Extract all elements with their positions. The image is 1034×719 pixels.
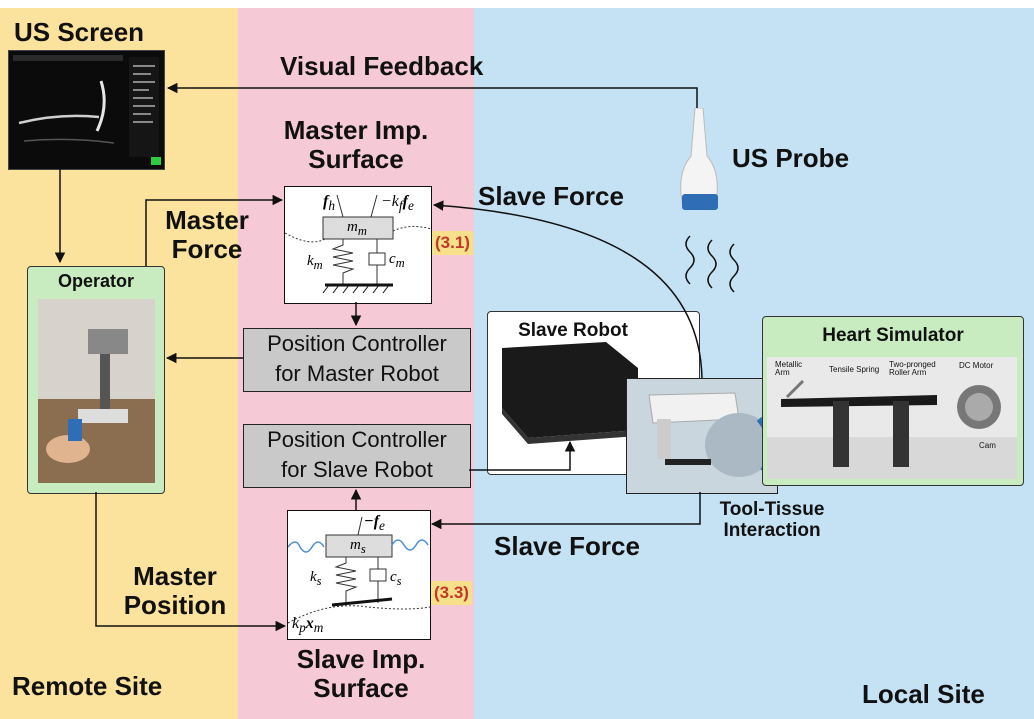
us-probe-image <box>673 107 725 216</box>
equation-3-1-badge: (3.1) <box>432 231 473 255</box>
slave-kp-xm: kpxm <box>292 615 324 636</box>
slave-mass: ms <box>350 537 366 556</box>
us-probe-label: US Probe <box>732 143 850 173</box>
operator-panel: Operator <box>27 266 165 494</box>
master-position-controller: Position Controller for Master Robot <box>243 328 471 392</box>
master-force-label: Master Force <box>165 205 249 264</box>
tool-tissue-photo <box>626 378 778 494</box>
dc-motor-label: DC Motor <box>959 361 994 370</box>
operator-photo <box>38 299 155 483</box>
master-impedance-panel: fh −kffe mm km cm <box>284 186 432 304</box>
us-screen-image <box>8 50 165 170</box>
master-position-label: Master Position <box>123 561 227 620</box>
slave-fe: −fe <box>364 513 385 534</box>
remote-site-label: Remote Site <box>12 671 163 701</box>
cam-label: Cam <box>979 441 996 450</box>
slave-robot-image <box>502 342 638 444</box>
slave-impedance-diagram <box>287 516 431 624</box>
local-site-label: Local Site <box>862 679 985 709</box>
slave-force-top-label: Slave Force <box>478 181 624 211</box>
master-damper: cm <box>389 251 405 270</box>
master-mass: mm <box>347 219 367 238</box>
heart-simulator-photo: Metallic Arm Tensile Spring Two-pronged … <box>767 357 1017 479</box>
heart-simulator-panel: Heart Simulator Metallic Arm Tensile Spr… <box>762 316 1024 486</box>
slave-impedance-panel: −fe ms ks cs kpxm <box>287 510 431 640</box>
master-imp-surface-label: Master Imp. Surface <box>283 115 429 174</box>
heart-simulator-title: Heart Simulator <box>822 325 964 346</box>
master-kf-fe: −kffe <box>381 193 414 214</box>
equation-3-3-badge: (3.3) <box>431 581 472 605</box>
operator-title: Operator <box>57 271 135 291</box>
master-fh: fh <box>323 193 335 214</box>
roller-arm-label: Two-pronged Roller Arm <box>889 360 936 377</box>
slave-damper: cs <box>390 569 402 588</box>
slave-spring: ks <box>310 569 322 588</box>
master-spring: km <box>307 253 323 272</box>
us-screen-label: US Screen <box>14 17 145 47</box>
metallic-arm-label: Metallic Arm <box>775 360 803 377</box>
slave-robot-title: Slave Robot <box>518 320 628 341</box>
tool-tissue-label: Tool-Tissue Interaction <box>719 499 825 541</box>
slave-force-bottom-label: Slave Force <box>494 531 640 561</box>
visual-feedback-label: Visual Feedback <box>280 51 484 81</box>
slave-imp-surface-label: Slave Imp. Surface <box>296 644 426 703</box>
master-impedance-diagram <box>284 194 432 294</box>
tensile-spring-label: Tensile Spring <box>829 365 880 374</box>
slave-position-controller: Position Controller for Slave Robot <box>243 424 471 488</box>
